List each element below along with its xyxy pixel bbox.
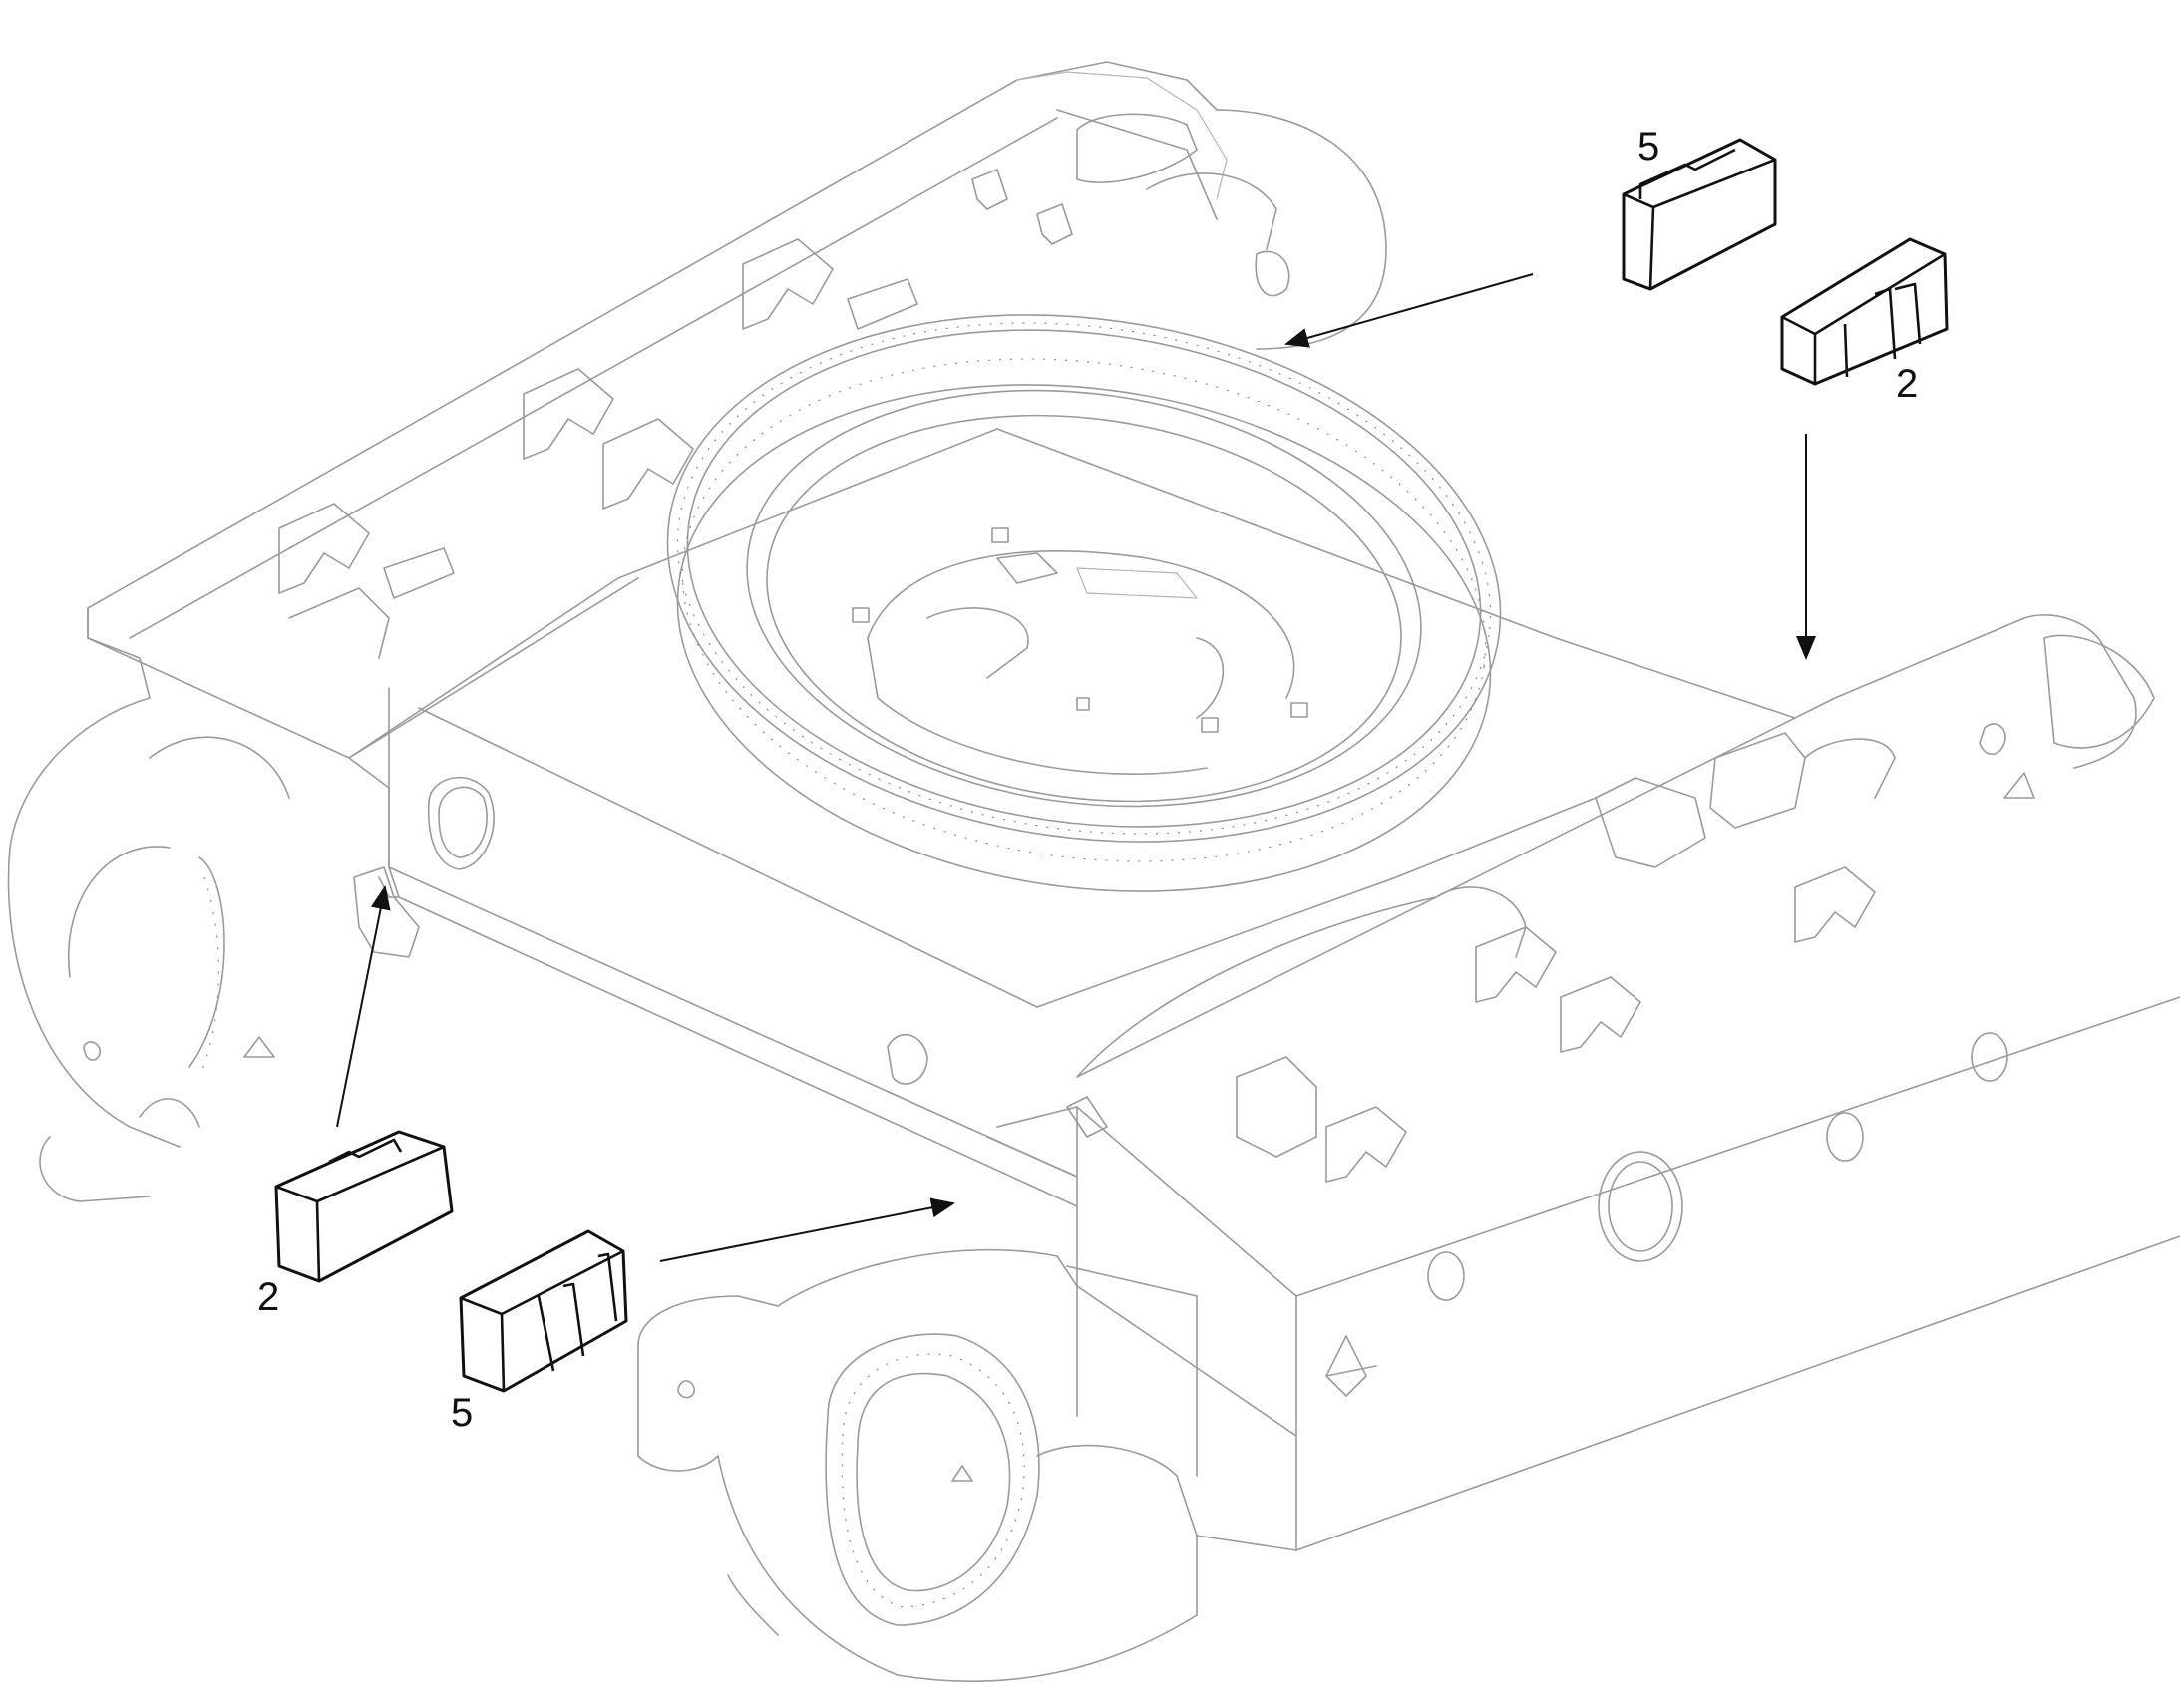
leader-line-bottom-5 [659,1197,955,1262]
part-5-shim-top [1622,138,1777,291]
part-5-shim-bottom [459,1229,628,1393]
leader-line-top-5 [1284,273,1534,348]
leader-line-bottom-2 [336,885,391,1128]
near-track-rail [996,614,2180,1551]
far-track-rail [87,61,1387,759]
front-idler-end [637,1136,1297,1683]
callout-number-bottom-5: 5 [451,1391,473,1435]
slewing-ring [666,314,1502,892]
far-rail-brackets [278,169,1073,599]
part-2-shim-top [1780,237,1949,386]
callout-number-top-2: 2 [1896,362,1918,406]
callout-number-top-5: 5 [1637,125,1659,169]
leader-lines [336,273,1816,1262]
undercarriage-frame [7,61,2180,1683]
callout-number-bottom-2: 2 [257,1275,279,1319]
callout-numbers: 5 2 2 5 [257,125,1918,1435]
center-body [348,428,1796,1207]
left-idler-end [7,587,420,1202]
part-2-shim-bottom [274,1130,454,1283]
